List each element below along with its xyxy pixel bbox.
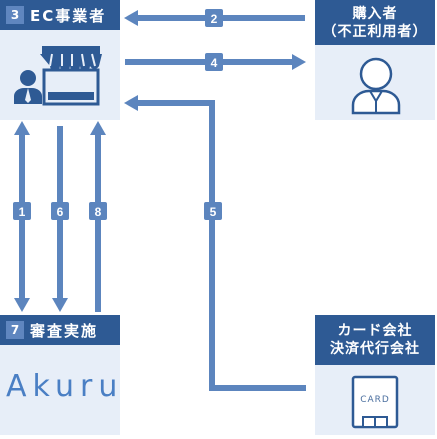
node-card-company: カード会社 決済代行会社 CARD	[315, 315, 435, 435]
node-buyer-label-2: （不正利用者）	[322, 23, 428, 40]
step-num-2: 2	[211, 12, 218, 26]
step-label-1: 1	[13, 202, 31, 220]
arrow-step-1	[14, 121, 30, 312]
step-label-4: 4	[205, 53, 223, 71]
step-num-8: 8	[95, 205, 102, 219]
step-badge: 3	[6, 6, 24, 24]
step-num-5: 5	[210, 205, 217, 219]
node-ec-panel	[0, 30, 120, 120]
arrow-step-4	[125, 54, 306, 70]
card-text: CARD	[360, 395, 390, 405]
step-badge: 7	[6, 321, 24, 339]
step-label-6: 6	[51, 202, 69, 220]
node-card-panel: CARD	[315, 365, 435, 435]
step-label-5: 5	[204, 202, 222, 220]
arrow-step-2	[124, 10, 305, 26]
node-card-header: カード会社 決済代行会社	[315, 315, 435, 365]
arrow-step-8	[90, 121, 106, 312]
arrow-step-5	[124, 95, 306, 391]
node-ec-operator: 3 EC事業者	[0, 0, 120, 120]
node-review-header: 7 審査実施	[0, 315, 120, 345]
akuru-logo: Akuru	[6, 369, 124, 404]
shop-and-merchant-icon	[14, 46, 102, 106]
node-ec-header: 3 EC事業者	[0, 0, 120, 30]
node-card-label-2: 決済代行会社	[330, 341, 420, 357]
person-icon	[351, 57, 401, 115]
step-num-6: 6	[57, 205, 64, 219]
node-review-panel: Akuru	[0, 345, 120, 435]
node-buyer-panel	[315, 45, 435, 120]
node-buyer: 購入者 （不正利用者）	[315, 0, 435, 120]
step-num-1: 1	[19, 205, 26, 219]
node-review-label: 審査実施	[30, 321, 99, 340]
node-buyer-label-1: 購入者	[352, 5, 398, 22]
arrow-step-6	[52, 126, 68, 312]
step-label-2: 2	[205, 9, 223, 27]
step-num-4: 4	[211, 56, 218, 70]
node-card-label-1: カード会社	[337, 323, 413, 339]
card-terminal-icon: CARD	[351, 375, 399, 429]
node-buyer-header: 購入者 （不正利用者）	[315, 0, 435, 45]
node-ec-label: EC事業者	[30, 6, 107, 25]
node-review: 7 審査実施 Akuru	[0, 315, 120, 435]
step-label-8: 8	[89, 202, 107, 220]
